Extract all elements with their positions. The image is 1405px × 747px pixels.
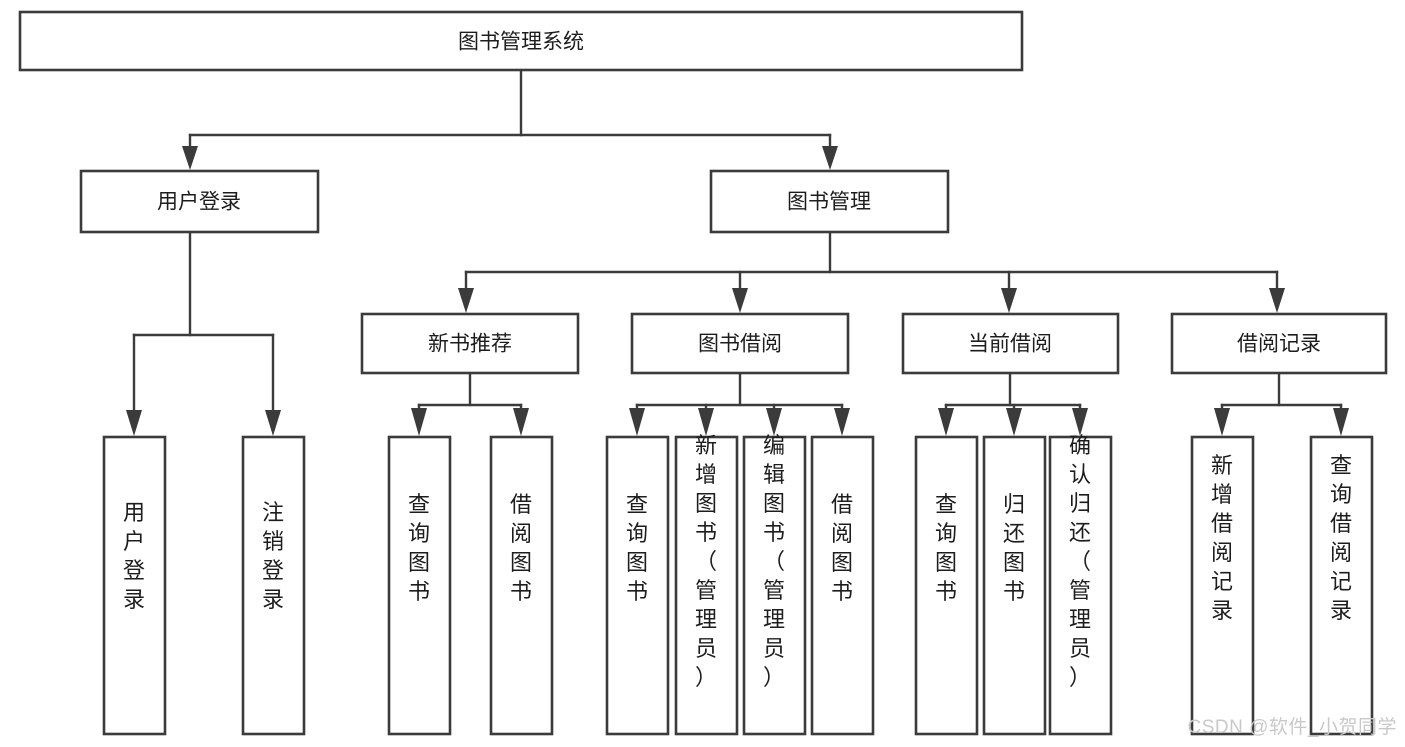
node-new-book-recommend[interactable]: 新书推荐 — [360, 312, 580, 375]
leaf-borrowrecord-add-label: 新增借阅记录 — [1211, 453, 1233, 623]
node-current-borrow-label: 当前借阅 — [968, 333, 1052, 356]
leaf-newbook-query-label: 查询图书 — [408, 492, 430, 604]
arrowhead-book-manage — [822, 146, 838, 170]
arrowhead-book-borrow — [732, 288, 748, 313]
leaf-bookborrow-add[interactable]: 新增图书（管理员） — [674, 433, 739, 736]
leaf-borrowrecord-query[interactable]: 查询借阅记录 — [1309, 435, 1374, 736]
arrowhead-leaf-logout — [265, 410, 281, 436]
leaf-bookborrow-edit-box[interactable] — [742, 435, 807, 736]
leaf-bookborrow-add-label: 新增图书（管理员） — [695, 433, 717, 690]
leaf-bookborrow-borrow[interactable]: 借阅图书 — [810, 435, 875, 736]
leaf-currentborrow-query-label: 查询图书 — [935, 492, 957, 604]
arrowhead-new-book — [458, 288, 474, 313]
leaf-newbook-borrow-box[interactable] — [489, 435, 554, 736]
node-book-borrow-label: 图书借阅 — [698, 333, 782, 356]
leaf-user-login-logout-box[interactable] — [241, 435, 306, 736]
leaf-currentborrow-query[interactable]: 查询图书 — [914, 435, 979, 736]
node-borrow-record-label: 借阅记录 — [1237, 333, 1321, 356]
leaf-bookborrow-query-label: 查询图书 — [626, 492, 648, 604]
node-user-login-box[interactable] — [79, 169, 320, 234]
node-borrow-record-box[interactable] — [1170, 312, 1388, 375]
leaf-currentborrow-confirm-label: 确认归还（管理员） — [1069, 433, 1091, 690]
leaf-newbook-borrow[interactable]: 借阅图书 — [489, 435, 554, 736]
node-root-label: 图书管理系统 — [458, 31, 584, 54]
leaf-newbook-query[interactable]: 查询图书 — [387, 435, 452, 736]
leaf-bookborrow-borrow-box[interactable] — [810, 435, 875, 736]
arrowhead-bookborrow-leaf-3 — [766, 408, 782, 436]
leaf-bookborrow-query-box[interactable] — [605, 435, 670, 736]
leaf-currentborrow-query-box[interactable] — [914, 435, 979, 736]
leaf-borrowrecord-add[interactable]: 新增借阅记录 — [1190, 435, 1255, 736]
arrowhead-user-login — [182, 146, 198, 170]
leaf-currentborrow-confirm[interactable]: 确认归还（管理员） — [1048, 433, 1113, 736]
arrowhead-current-borrow — [1001, 288, 1017, 313]
leaf-currentborrow-return[interactable]: 归还图书 — [982, 435, 1047, 736]
arrowhead-currentborrow-leaf-3 — [1072, 408, 1088, 436]
leaf-bookborrow-edit[interactable]: 编辑图书（管理员） — [742, 433, 807, 736]
arrowhead-borrowrecord-leaf-2 — [1333, 408, 1349, 436]
leaf-currentborrow-return-label: 归还图书 — [1003, 492, 1025, 604]
arrowhead-newbook-leaf-1 — [411, 408, 427, 436]
arrowhead-currentborrow-leaf-1 — [938, 408, 954, 436]
leaf-bookborrow-add-box[interactable] — [674, 435, 739, 736]
node-book-manage-box[interactable] — [709, 169, 950, 234]
node-new-book-recommend-box[interactable] — [360, 312, 580, 375]
csdn-watermark: CSDN @软件_小贺同学 — [1187, 717, 1397, 738]
leaf-bookborrow-borrow-label: 借阅图书 — [831, 492, 853, 604]
node-new-book-recommend-label: 新书推荐 — [428, 333, 512, 356]
node-book-manage-label: 图书管理 — [787, 191, 871, 214]
node-user-login[interactable]: 用户登录 — [79, 169, 320, 234]
arrowhead-newbook-leaf-2 — [513, 408, 529, 436]
arrowhead-bookborrow-leaf-2 — [698, 408, 714, 436]
node-book-manage[interactable]: 图书管理 — [709, 169, 950, 234]
leaf-currentborrow-confirm-box[interactable] — [1048, 435, 1113, 736]
leaf-user-login-logout-label: 注销登录 — [262, 500, 284, 612]
node-current-borrow[interactable]: 当前借阅 — [901, 312, 1120, 375]
leaf-user-login-logout[interactable]: 注销登录 — [241, 435, 306, 736]
arrowhead-leaf-user-login — [126, 410, 142, 436]
leaf-borrowrecord-query-box[interactable] — [1309, 435, 1374, 736]
leaf-bookborrow-query[interactable]: 查询图书 — [605, 435, 670, 736]
node-root[interactable]: 图书管理系统 — [18, 10, 1024, 72]
leaf-user-login-login[interactable]: 用户登录 — [102, 435, 167, 736]
leaf-borrowrecord-add-box[interactable] — [1190, 435, 1255, 736]
node-borrow-record[interactable]: 借阅记录 — [1170, 312, 1388, 375]
leaf-user-login-login-box[interactable] — [102, 435, 167, 736]
arrowhead-borrow-record — [1269, 288, 1285, 313]
node-book-borrow[interactable]: 图书借阅 — [630, 312, 850, 375]
arrowhead-borrowrecord-leaf-1 — [1214, 408, 1230, 436]
node-root-box[interactable] — [18, 10, 1024, 72]
leaf-currentborrow-return-box[interactable] — [982, 435, 1047, 736]
connector-layer — [126, 69, 1349, 436]
leaf-newbook-query-box[interactable] — [387, 435, 452, 736]
leaf-user-login-login-label: 用户登录 — [123, 500, 145, 612]
leaf-borrowrecord-query-label: 查询借阅记录 — [1330, 453, 1352, 623]
leaf-bookborrow-edit-label: 编辑图书（管理员） — [763, 433, 785, 690]
arrowhead-bookborrow-leaf-4 — [834, 408, 850, 436]
node-book-borrow-box[interactable] — [630, 312, 850, 375]
arrowhead-bookborrow-leaf-1 — [629, 408, 645, 436]
node-current-borrow-box[interactable] — [901, 312, 1120, 375]
node-user-login-label: 用户登录 — [157, 191, 241, 214]
leaf-newbook-borrow-label: 借阅图书 — [510, 492, 532, 604]
arrowhead-currentborrow-leaf-2 — [1006, 408, 1022, 436]
